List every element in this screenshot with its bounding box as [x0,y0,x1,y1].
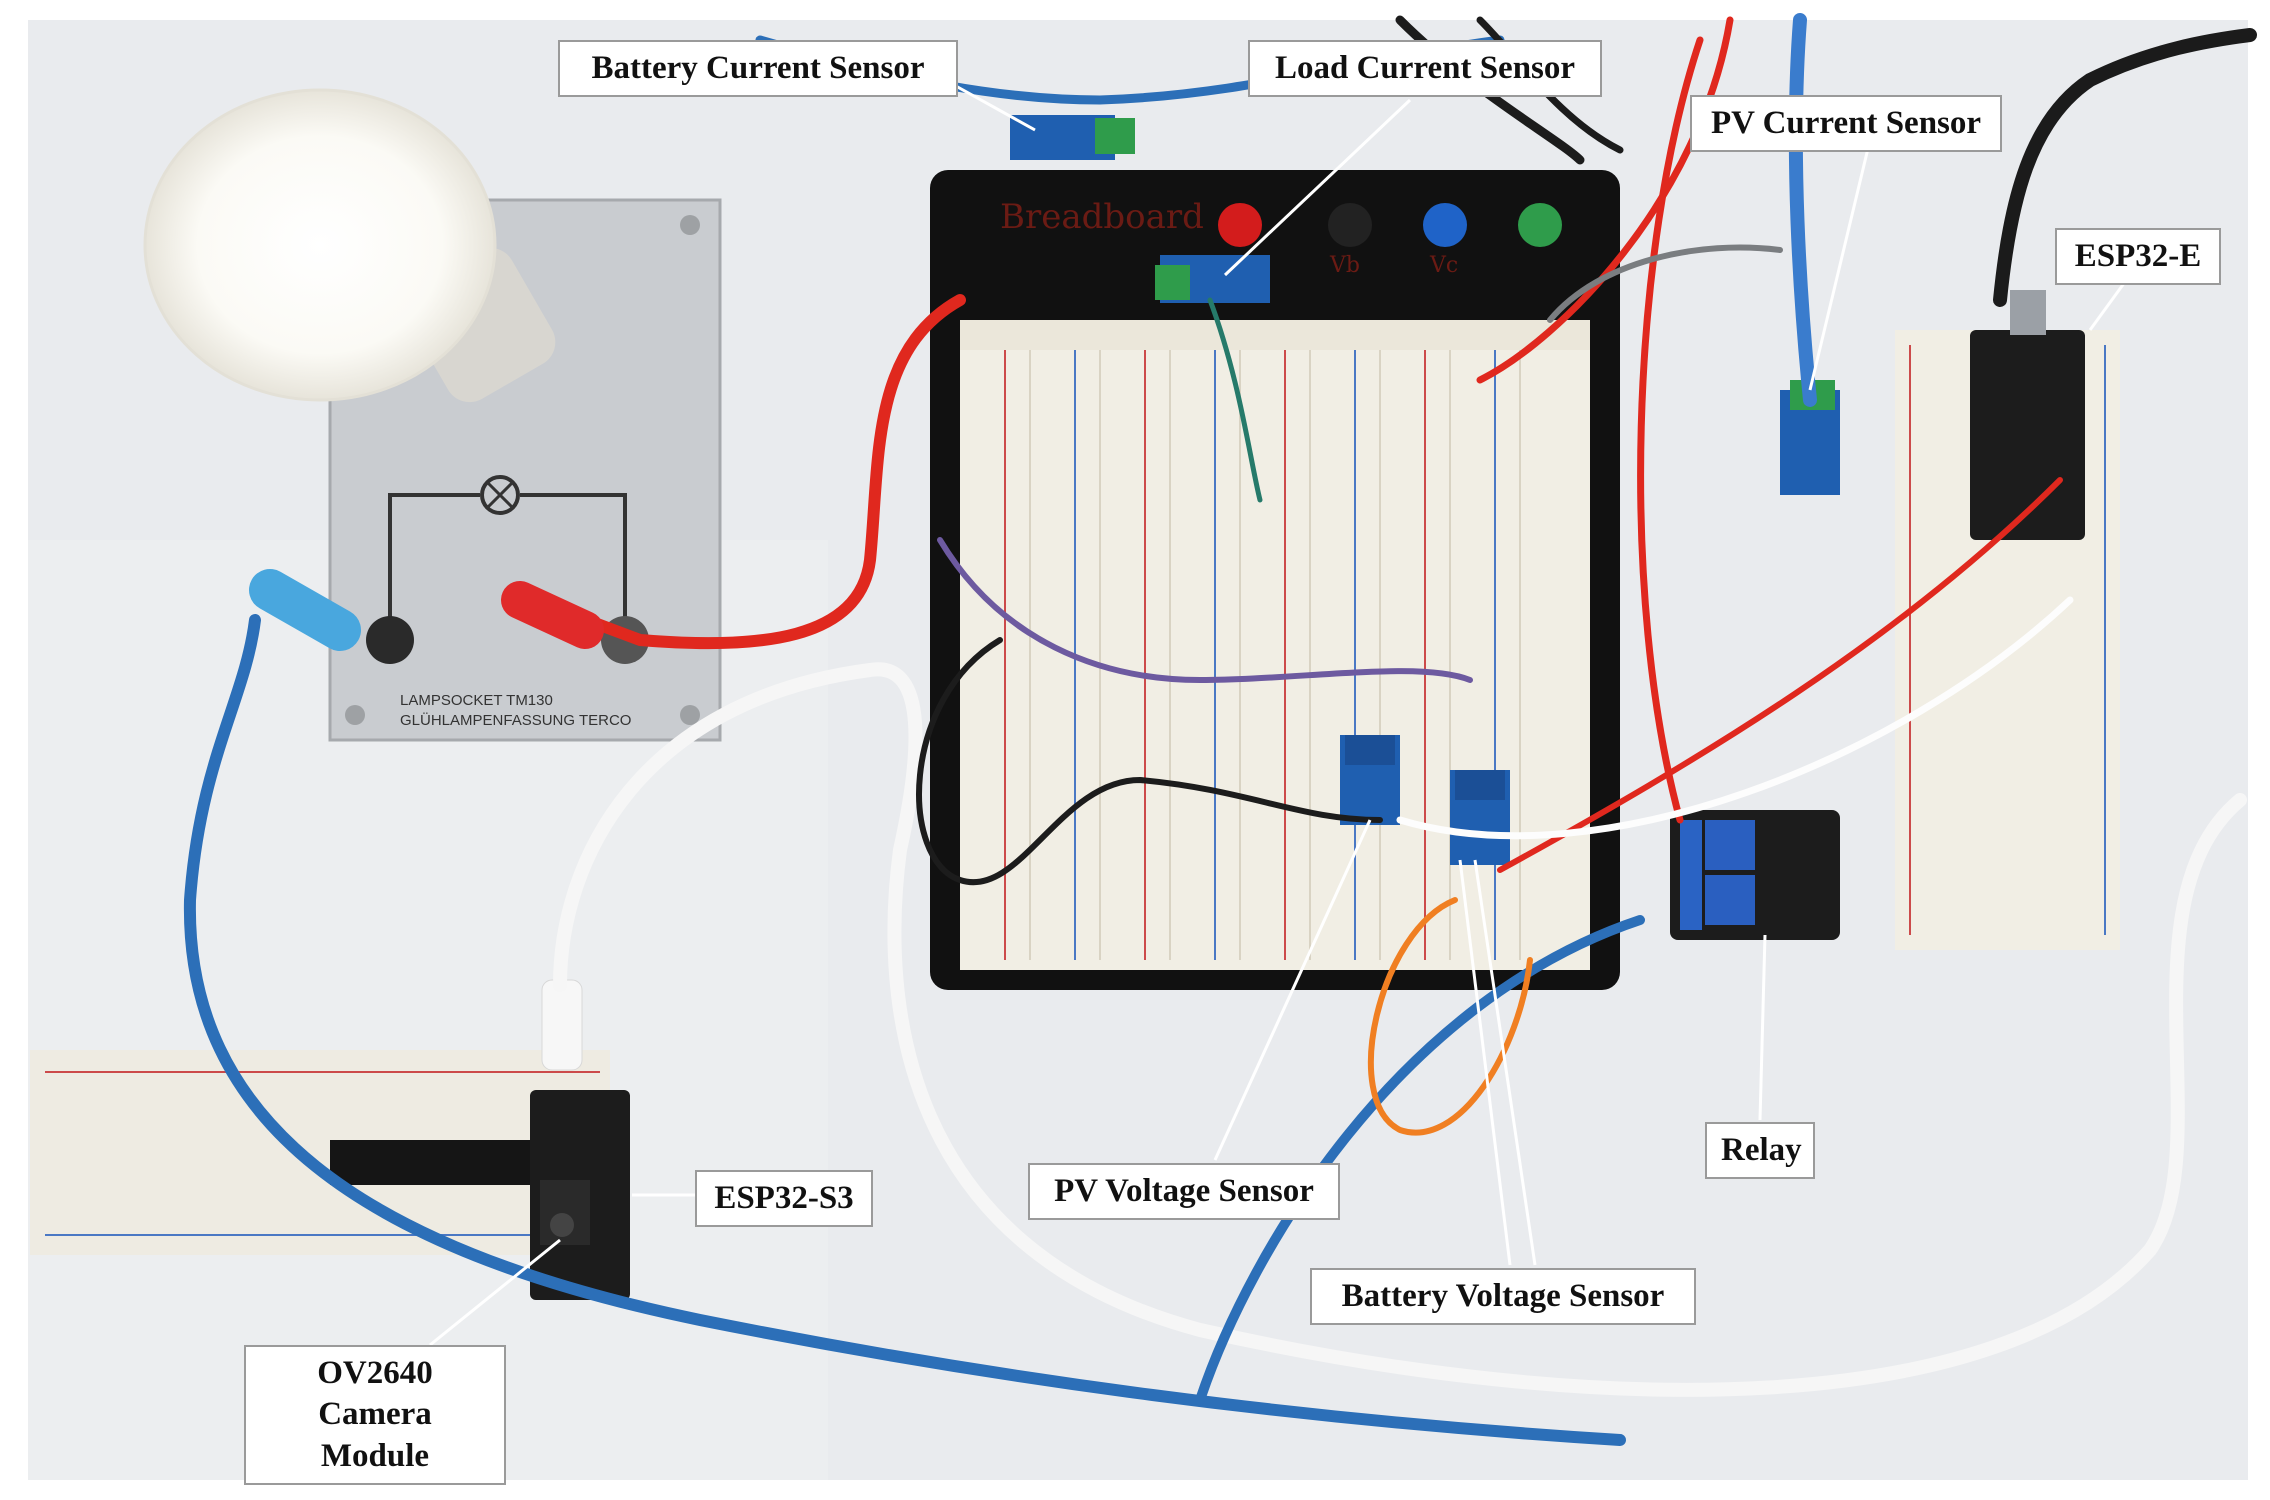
lamp-socket-print-2: GLÜHLAMPENFASSUNG TERCO [400,711,631,729]
blue-plug [249,569,361,651]
cables [183,13,2257,1446]
relay-terminals [1680,820,1702,930]
pin-header [330,1140,550,1185]
terminal-blue [1423,203,1467,247]
label-ov2640-camera-module: OV2640 Camera Module [244,1345,506,1485]
gray-wire [1547,244,1783,323]
purple-wire [937,537,1473,684]
red-plug [501,581,604,649]
white-usb-cable [553,662,2247,1397]
red-lamp-lead [554,294,966,650]
red-wire-1 [1476,16,1734,384]
lamp-circuit-diagram [388,493,627,640]
light-bulb [143,88,497,402]
label-battery-current-sensor: Battery Current Sensor [558,40,958,98]
breadboard-top-rail [960,320,1590,350]
lamp-socket-print-1: LAMPSOCKET TM130 [400,692,553,709]
white-wire [1396,596,2074,840]
black-jumper [916,637,1383,886]
black-usb-cable [1993,28,2257,307]
binding-post-black [366,616,414,664]
callout-leaders [429,78,2132,1347]
panel-screw [345,705,365,725]
label-pv-current-sensor: PV Current Sensor [1690,95,2002,153]
panel-screw [680,705,700,725]
green-wire [1207,297,1263,503]
terminal-green [1518,203,1562,247]
blue-ethernet-right [1788,13,1817,407]
orange-wire [1367,897,1533,1136]
label-battery-voltage-sensor: Battery Voltage Sensor [1310,1268,1696,1326]
blue-cable [183,614,1626,1446]
pv-voltage-terminal [1345,735,1395,765]
red-wire-2 [1637,36,1704,824]
usb-connector [2010,290,2046,335]
terminal-vb-print: Vb [1329,253,1360,278]
load-current-terminal [1155,265,1190,300]
usb-c-cable-connector [541,979,583,1071]
terminal-black [1328,203,1372,247]
label-relay: Relay [1705,1122,1815,1180]
label-esp32-e: ESP32-E [2055,228,2221,286]
lamp-symbol [480,475,520,515]
label-esp32-s3: ESP32-S3 [695,1170,873,1228]
terminal-red [1218,203,1262,247]
red-wire-3 [1497,477,2063,873]
panel-screw [680,215,700,235]
relay-2 [1705,875,1755,925]
terminal-vc-print: Vc [1429,253,1458,278]
blue-ethernet-lower [1195,915,1645,1405]
breadboard-print: Breadboard [1000,197,1204,237]
relay-1 [1705,820,1755,870]
battery-voltage-terminal [1455,770,1505,800]
camera-lens [550,1213,574,1237]
label-ov2640-line2: Camera Module [318,1396,432,1474]
battery-current-terminal [1095,118,1135,154]
label-load-current-sensor: Load Current Sensor [1248,40,1602,98]
label-pv-voltage-sensor: PV Voltage Sensor [1028,1163,1340,1221]
label-ov2640-line1: OV2640 [317,1355,433,1391]
